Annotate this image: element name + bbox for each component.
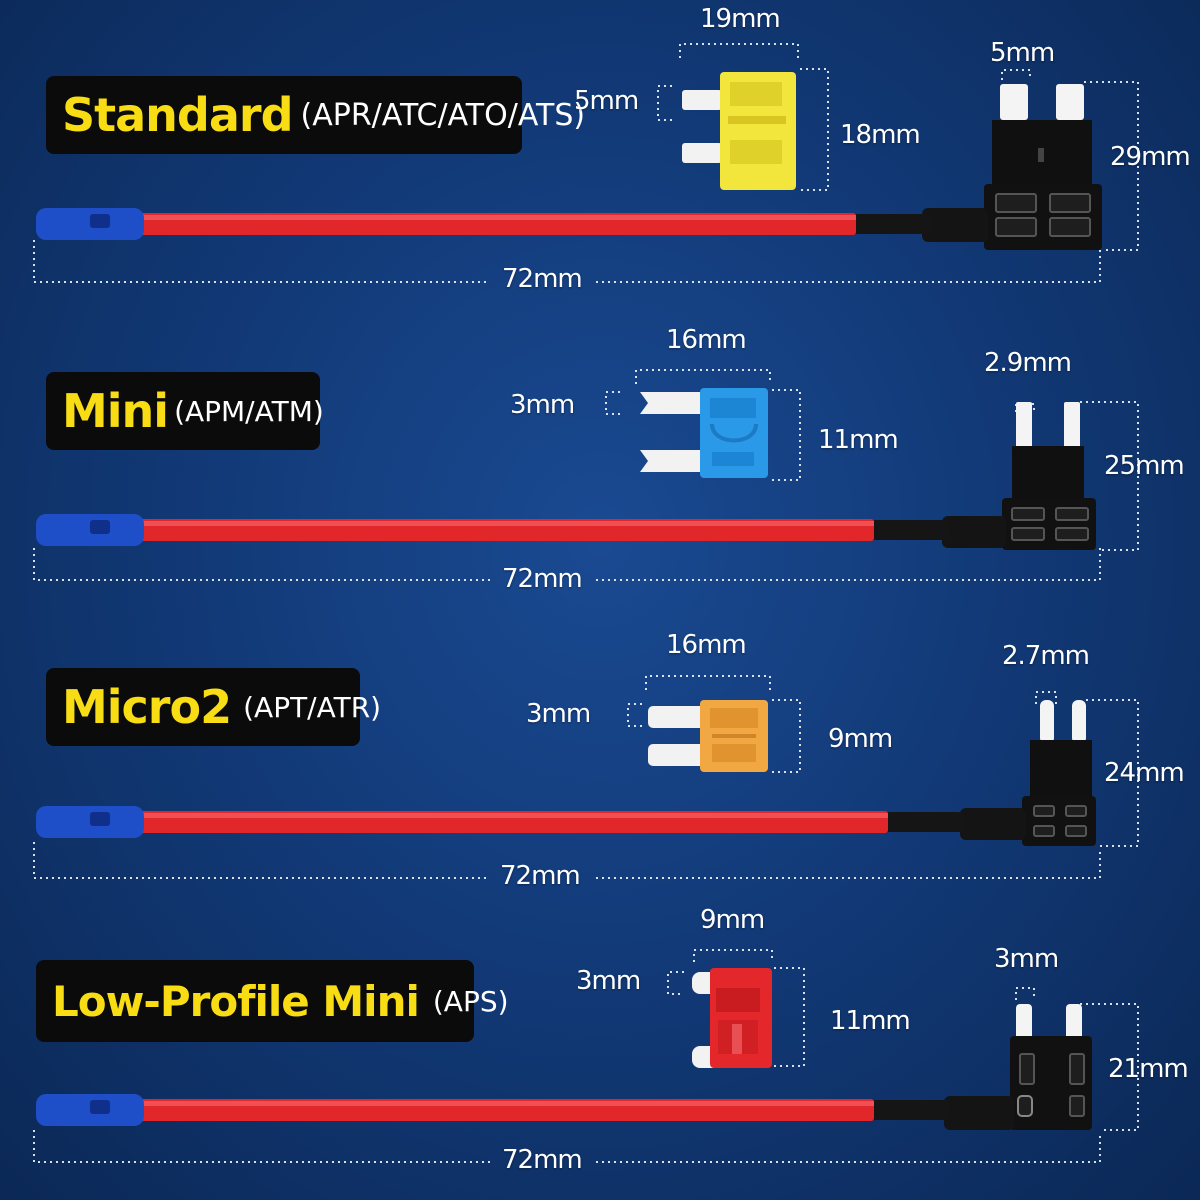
micro2-tap-blade: 2.7mm [1002, 641, 1090, 671]
micro2-fuse-width: 16mm [666, 630, 747, 660]
standard-tap-blade: 5mm [990, 38, 1055, 68]
micro2-label: Micro2 (APT/ATR) [46, 668, 381, 746]
low-profile-mini-fuse-width: 9mm [700, 905, 765, 935]
micro2-fuse-icon [648, 700, 768, 772]
standard-tap-height: 29mm [1110, 142, 1191, 172]
micro2-tap-height: 24mm [1104, 758, 1185, 788]
standard-name: Standard [62, 88, 293, 142]
standard-fuse-icon [682, 72, 796, 190]
standard-fuse-height: 18mm [840, 120, 921, 150]
low-profile-mini-tap-height: 21mm [1108, 1054, 1189, 1084]
low-profile-mini-label: Low-Profile Mini (APS) [36, 960, 509, 1042]
mini-types: (APM/ATM) [174, 394, 324, 428]
micro2-graphic [36, 700, 1096, 846]
mini-label: Mini (APM/ATM) [46, 372, 324, 450]
low-profile-mini-wire [36, 1094, 950, 1126]
micro2-fuse-blade: 3mm [526, 699, 591, 729]
low-profile-mini-fuse-height: 11mm [830, 1006, 911, 1036]
micro2-wire [36, 806, 964, 838]
micro2-length: 72mm [500, 861, 581, 891]
standard-label: Standard (APR/ATC/ATO/ATS) [46, 76, 585, 154]
mini-tap-icon [942, 402, 1096, 550]
standard-fuse-blade: 5mm [574, 86, 639, 116]
low-profile-mini-fuse-blade: 3mm [576, 966, 641, 996]
low-profile-mini-name: Low-Profile Mini [52, 976, 420, 1026]
standard-fuse-width: 19mm [700, 4, 781, 34]
mini-fuse-blade: 3mm [510, 390, 575, 420]
mini-tap-blade: 2.9mm [984, 348, 1072, 378]
mini-name: Mini [62, 384, 169, 438]
mini-fuse-width: 16mm [666, 325, 747, 355]
micro2-types: (APT/ATR) [243, 690, 382, 724]
low-profile-mini-fuse-icon [692, 968, 772, 1068]
mini-tap-height: 25mm [1104, 451, 1185, 481]
standard-types: (APR/ATC/ATO/ATS) [300, 97, 586, 133]
mini-graphic [36, 388, 1096, 550]
mini-wire [36, 514, 950, 546]
standard-wire [36, 208, 932, 240]
mini-fuse-icon [640, 388, 768, 478]
standard-graphic [33, 43, 1139, 283]
micro2-name: Micro2 [62, 680, 232, 734]
low-profile-mini-length: 72mm [502, 1145, 583, 1175]
mini-length: 72mm [502, 564, 583, 594]
low-profile-mini-tap-blade: 3mm [994, 944, 1059, 974]
micro2-tap-icon [960, 700, 1096, 846]
low-profile-mini-types: (APS) [432, 984, 509, 1018]
standard-length: 72mm [502, 264, 583, 294]
mini-fuse-height: 11mm [818, 425, 899, 455]
micro2-fuse-height: 9mm [828, 724, 893, 754]
standard-tap-icon [922, 84, 1102, 250]
low-profile-mini-tap-icon [944, 1004, 1092, 1130]
